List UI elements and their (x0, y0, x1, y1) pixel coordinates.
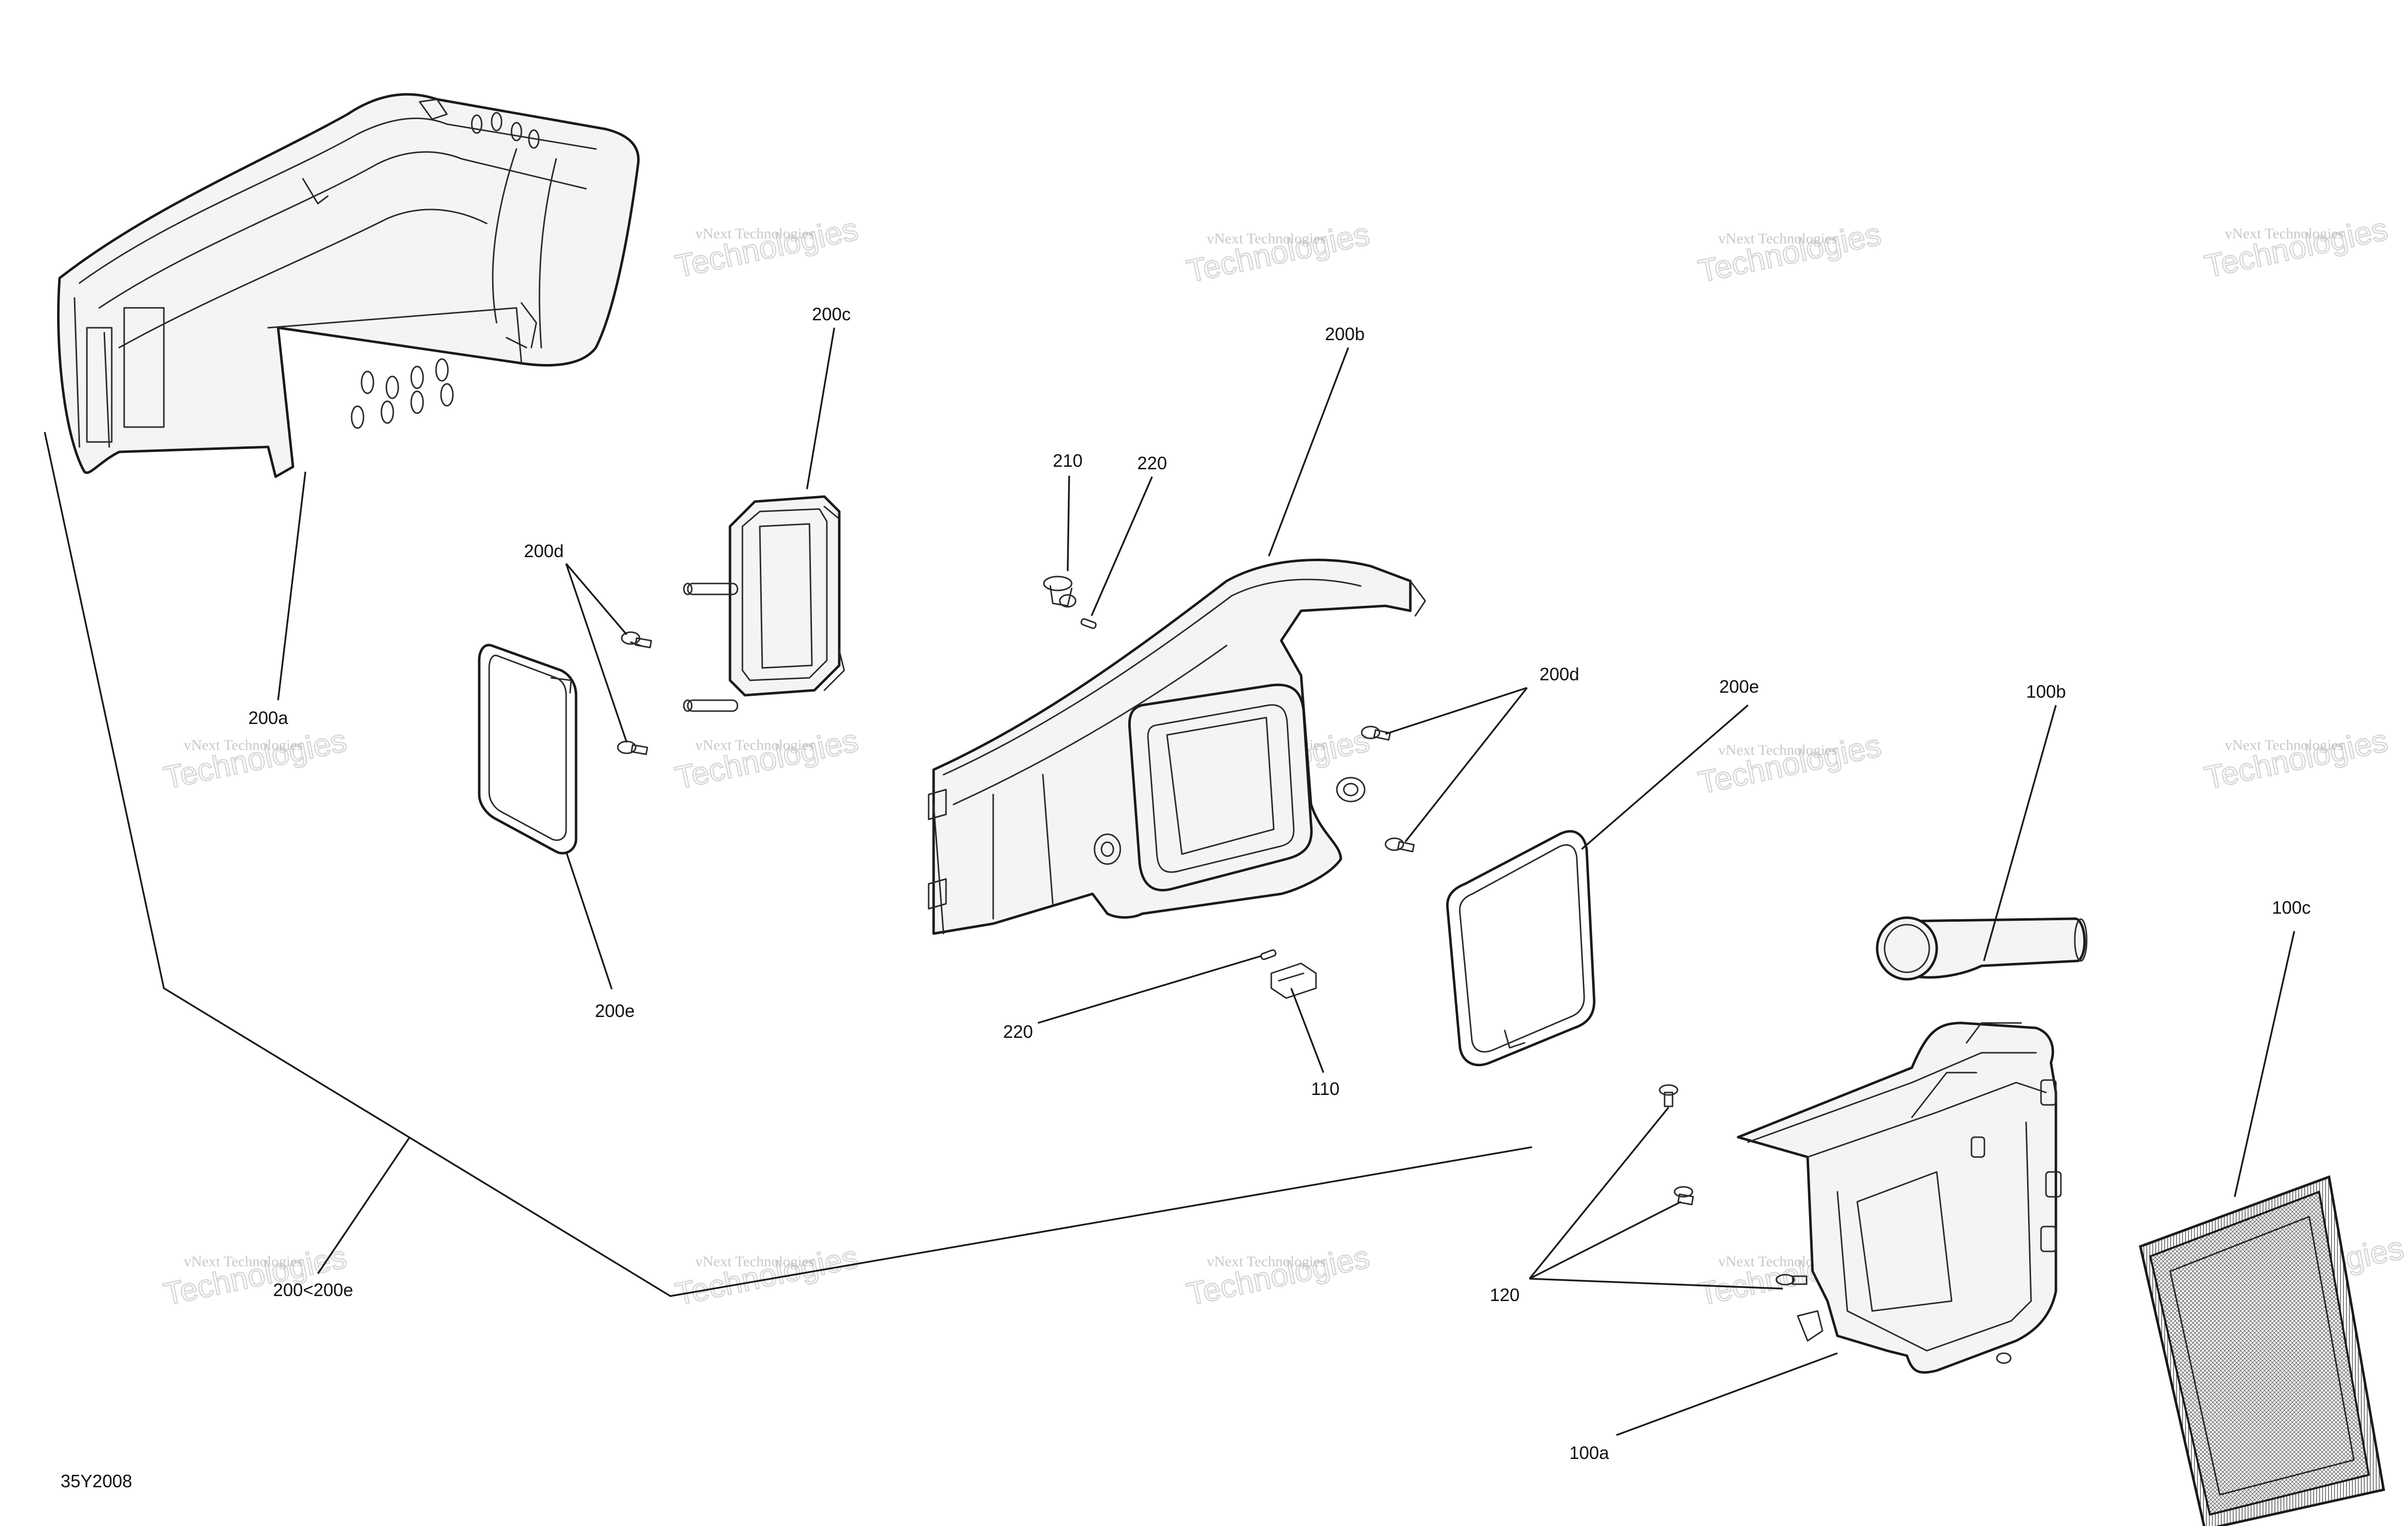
part-200c-filter-frame (683, 495, 845, 712)
watermark-text-large: Technologies (1695, 727, 1884, 800)
part-200e-left-gasket (478, 644, 578, 855)
part-220-bottom-clip (1260, 949, 1277, 960)
watermark: vNext Technologies Technologies (671, 1238, 862, 1313)
callout-labels: 200c 200b 210 220 200d 200d 200e 200a 20… (248, 304, 2311, 1463)
part-200d-right-screws (1361, 726, 1415, 853)
watermark-text-large: Technologies (1695, 216, 1884, 289)
part-100a-lower-airbox (1737, 1021, 2062, 1374)
callout-220-top: 220 (1137, 453, 1167, 473)
callout-200e-left: 200e (595, 1001, 635, 1021)
watermark-text: vNext Technologies (2225, 225, 2344, 242)
callout-220-bottom: 220 (1003, 1021, 1033, 1042)
callout-100a: 100a (1569, 1443, 1609, 1463)
leader-200b (1268, 347, 1349, 557)
leader-100c (2234, 931, 2295, 1197)
watermark-text: vNext Technologies (695, 737, 814, 753)
part-120-screws (1659, 1084, 1808, 1286)
part-100b-inlet-tube (1876, 916, 2088, 981)
callout-210: 210 (1053, 450, 1083, 471)
leader-200-range (317, 1137, 411, 1274)
watermark-text-large: Technologies (161, 722, 350, 796)
watermark: vNext Technologies Technologies (1183, 1238, 1373, 1313)
watermark: vNext Technologies Technologies (2201, 722, 2391, 797)
part-200a-upper-cover (57, 93, 640, 478)
leader-200d-right-a (1385, 687, 1528, 735)
watermark-text: vNext Technologies (184, 1253, 303, 1270)
callout-200a: 200a (248, 708, 289, 728)
callout-200e-mid: 200e (1719, 676, 1759, 697)
part-220-top-clip (1080, 618, 1097, 629)
part-200d-left-screws (617, 631, 653, 755)
leader-120-b (1529, 1201, 1681, 1280)
watermark: vNext Technologies Technologies (1694, 215, 1885, 290)
callout-200d-right: 200d (1539, 664, 1579, 684)
leader-200d-left-a (565, 563, 628, 636)
watermark-text-large: Technologies (2202, 722, 2391, 796)
watermark-text: vNext Technologies (695, 1253, 814, 1270)
callout-110: 110 (1311, 1079, 1339, 1099)
part-200b-airbox-housing (928, 559, 1426, 935)
leader-120-c (1529, 1278, 1783, 1290)
part-110-bracket (1270, 962, 1317, 999)
watermark: vNext Technologies Technologies (671, 722, 862, 797)
watermark: vNext Technologies Technologies (160, 722, 350, 797)
callout-200d-left: 200d (524, 541, 564, 561)
watermark-text: vNext Technologies (1207, 230, 1326, 247)
figure-id: 35Y2008 (61, 1471, 132, 1491)
leader-220-bottom (1037, 955, 1262, 1024)
callout-120: 120 (1490, 1285, 1520, 1305)
leader-100a (1616, 1352, 1838, 1436)
leader-lines (44, 327, 2295, 1436)
watermark: vNext Technologies Technologies (1183, 215, 1373, 290)
watermark: vNext Technologies Technologies (671, 210, 862, 285)
watermark-text: vNext Technologies (1207, 1253, 1326, 1270)
watermark: vNext Technologies Technologies (160, 1238, 350, 1313)
part-210-fastener (1043, 576, 1077, 608)
watermark-text: vNext Technologies (2225, 737, 2344, 753)
watermark-text-large: Technologies (672, 722, 861, 796)
leader-100b (1983, 705, 2057, 961)
leader-200d-left-b (565, 563, 628, 743)
watermark: vNext Technologies Technologies (2201, 210, 2391, 285)
leader-200c (806, 327, 835, 490)
watermark-text-large: Technologies (2202, 211, 2391, 284)
watermark-text-large: Technologies (1184, 216, 1373, 289)
leader-110 (1290, 988, 1324, 1073)
watermark-text-large: Technologies (161, 1238, 350, 1312)
callout-100c: 100c (2272, 897, 2311, 918)
leader-210 (1067, 475, 1070, 572)
watermark-text: vNext Technologies (1718, 230, 1837, 247)
leader-200e-left (565, 851, 613, 990)
callout-200-range: 200<200e (273, 1280, 353, 1300)
part-100c-filter-element (2139, 1175, 2385, 1526)
watermark-text-large: Technologies (672, 1238, 861, 1312)
callout-200c: 200c (812, 304, 851, 324)
watermark-text: vNext Technologies (1718, 742, 1837, 758)
watermark-text-large: Technologies (1184, 1238, 1373, 1312)
watermark-text: vNext Technologies (695, 225, 814, 242)
callout-100b: 100b (2026, 681, 2066, 702)
part-200e-mid-gasket (1446, 830, 1596, 1066)
leader-group-boundary (44, 432, 1532, 1297)
watermark-text-large: Technologies (672, 211, 861, 284)
leader-120-a (1529, 1106, 1670, 1280)
watermark: vNext Technologies Technologies (1694, 727, 1885, 801)
leader-220-top (1091, 476, 1153, 616)
leader-200a (277, 471, 306, 701)
callout-200b: 200b (1325, 324, 1365, 344)
leader-200e-mid (1581, 704, 1749, 850)
leader-200d-right-b (1404, 687, 1528, 843)
watermark-text: vNext Technologies (184, 737, 303, 753)
